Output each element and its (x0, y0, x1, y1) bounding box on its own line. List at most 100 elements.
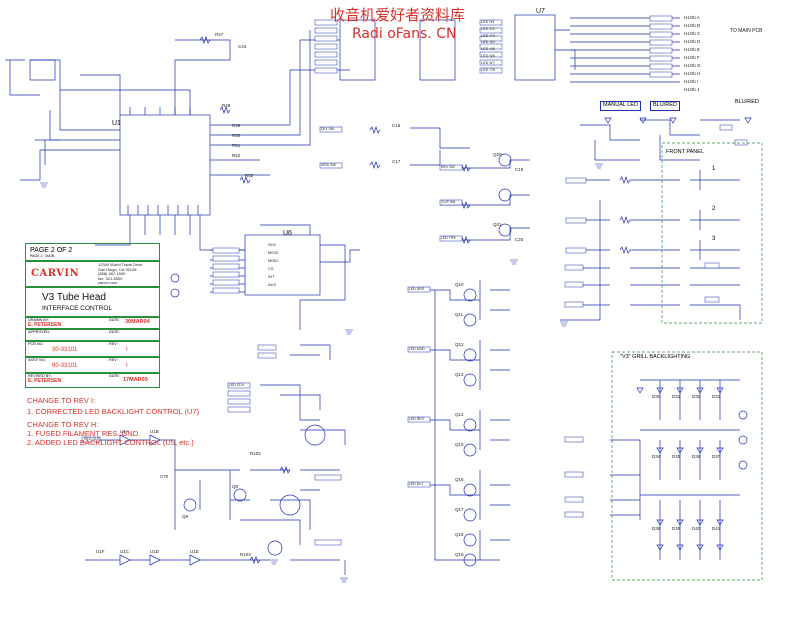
bottom-label: U1F (96, 549, 105, 554)
u7-pin: LED 4/5 (481, 47, 495, 52)
ref-label: R51 (232, 143, 241, 148)
ref-label: R52 (232, 153, 241, 158)
net-label: LED TRS (441, 236, 456, 240)
u6-pin: AUX (268, 282, 277, 287)
address-line: 12340 World Trade Drive (98, 262, 143, 267)
u6-body (244, 234, 321, 296)
page-sub: PAGE 1 · MAIN (30, 254, 55, 258)
row-value: E. PETERSEN (28, 378, 62, 384)
title-row: PCB NO. 30-33101 REV: I (25, 340, 160, 358)
transistor-label: Q11 (455, 312, 464, 317)
connector-pin: H1Ob A (684, 15, 700, 20)
grill-led-label: D39 (672, 526, 681, 531)
transistor-label: Q21 (493, 222, 502, 227)
grill-led-label: D31 (672, 394, 681, 399)
brand-block: CARVIN 12340 World Trade Drive San Diego… (25, 260, 160, 288)
ref-label: C18 (515, 167, 524, 172)
bottom-label: Q8 (232, 484, 239, 489)
row-field-value: 30MAR04 (125, 319, 150, 325)
row-field-value: I (126, 347, 128, 353)
ref-label: R50 (232, 133, 241, 138)
ic-label-u1: U1 (112, 120, 121, 127)
net-label: REV SW (441, 165, 455, 169)
connector-pin: H1Ob J (684, 87, 700, 92)
grill-heading: "V3" GRILL BACKLIGHTING (620, 354, 691, 360)
title-row: DRAWN BY: E. PETERSEN DATE: 30MAR04 (25, 316, 160, 330)
watermark-line1: 收音机爱好者资料库 (330, 6, 466, 24)
bottom-label: R102 (250, 451, 261, 456)
transistor-label: Q10 (455, 282, 464, 287)
grill-led-label: D38 (652, 526, 661, 531)
row-value: E. PETERSEN (28, 322, 62, 328)
grill-led-label: D35 (672, 454, 681, 459)
row-value: 30-33101 (52, 347, 78, 353)
note-line: 1. FUSED FILAMENT RES. GND. (27, 429, 141, 438)
row-field-value: I (126, 363, 128, 369)
connector-pin: H1Ob G (684, 63, 701, 68)
bottom-label: U1E (190, 549, 199, 554)
drawing-title: V3 Tube Head (42, 292, 106, 303)
grill-led-label: D37 (712, 454, 721, 459)
net-label: LED CLN (229, 383, 244, 387)
grill-led-label: D33 (712, 394, 721, 399)
grill-led-label: D41 (712, 526, 721, 531)
connector-pin: H1Ob I (684, 79, 699, 84)
drawing-subtitle: INTERFACE CONTROL (42, 305, 113, 312)
ref-label: R53 (245, 173, 254, 178)
transistor-label: Q19 (455, 552, 464, 557)
connector-pin: H1Ob E (684, 47, 701, 52)
watermark-line2: Radi oFans. CN (352, 26, 457, 42)
transistor-label: Q18 (455, 532, 464, 537)
ref-label: C20 (515, 237, 524, 242)
net-label: MOD SW (321, 163, 336, 167)
net-label: CLIP SW (441, 200, 456, 204)
front-panel-heading: FRONT PANEL (666, 149, 704, 155)
row-label: DRAWN BY: (28, 318, 50, 322)
connector-pin: H1Ob B (684, 23, 701, 28)
transistor-label: Q20 (493, 152, 502, 157)
row-field: DATE: (109, 374, 120, 378)
ic-top-mid (339, 19, 376, 81)
bottom-label: U1C (120, 549, 130, 554)
transistor-label: Q16 (455, 477, 464, 482)
ref-label: C44 (238, 44, 247, 49)
u6-pin: MISO (268, 258, 279, 263)
to-main-pcb-label: TO MAIN PCB (730, 28, 763, 34)
row-field: REV: (109, 358, 118, 362)
title-row: REVISED BY: E. PETERSEN DATE: 17MAR09 (25, 372, 160, 388)
ref-label: R49 (232, 123, 241, 128)
ref-label: R47 (215, 32, 224, 37)
bottom-label: U1D (150, 549, 160, 554)
row-label: ASSY NO. (28, 358, 46, 362)
row-value: 80-33101 (52, 363, 78, 369)
grill-led-label: D34 (652, 454, 661, 459)
blu-red-heading-2: BLU/RED (735, 99, 759, 105)
row-field: DATE: (109, 330, 120, 334)
transistor-label: Q17 (455, 507, 464, 512)
u7-pin: LED 2/3 (481, 33, 495, 38)
net-label: LED DRS (409, 287, 425, 291)
connector-pin: H1Ob D (684, 39, 701, 44)
u7-pin: LED 7/8 (481, 67, 495, 72)
title-block-header: PAGE 2 OF 2 PAGE 1 · MAIN (25, 243, 160, 262)
note-line: 1. CORRECTED LED BACKLIGHT CONTROL (U7) (27, 407, 200, 416)
title-area: V3 Tube Head INTERFACE CONTROL (25, 286, 160, 318)
row-field: REV: (109, 342, 118, 346)
bottom-label: U1A (120, 429, 129, 434)
grill-led-label: D40 (692, 526, 701, 531)
grill-led-label: D36 (692, 454, 701, 459)
ref-label: C17 (392, 159, 401, 164)
address-line: carvin.com (98, 280, 118, 285)
row-label: APPROVED: (28, 330, 51, 334)
manual-led-heading: MANUAL LED (600, 101, 641, 111)
u7-pin: LED 6/7 (481, 60, 495, 65)
ic-top-mid2 (419, 19, 456, 81)
ic-label-u6: U6 (283, 230, 292, 237)
u6-pin: CS (268, 266, 274, 271)
transistor-label: Q13 (455, 372, 464, 377)
transistor-label: Q14 (455, 412, 464, 417)
u7-pin: LED 0/1 (481, 20, 495, 24)
net-label: LED DLY (409, 482, 424, 486)
u6-pin: MOSI (268, 250, 279, 255)
row-label: PCB NO. (28, 342, 44, 346)
